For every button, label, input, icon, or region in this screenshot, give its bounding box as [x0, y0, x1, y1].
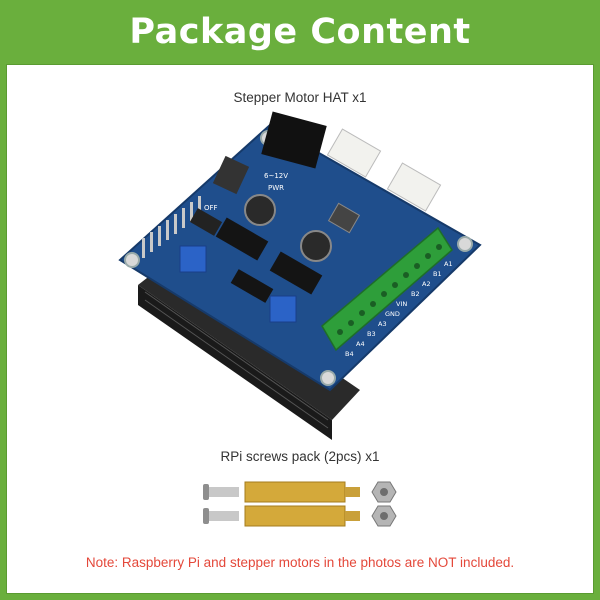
pwr-label: PWR [268, 184, 284, 192]
capacitors [244, 194, 332, 262]
header-banner: Package Content [0, 0, 600, 64]
standoff-thread [345, 511, 360, 521]
item-caption-hat: Stepper Motor HAT x1 [233, 90, 367, 105]
screw-row [203, 481, 397, 503]
terminal-label: A3 [378, 320, 387, 328]
terminal-screws [337, 244, 442, 335]
power-jack [261, 111, 327, 169]
jst-connectors [326, 128, 442, 212]
stepper-motor-hat-image: OFF 6~12V PWR A1 B1 A2 B2 VIN GND A3 [118, 111, 482, 440]
terminal-label: B4 [345, 350, 354, 358]
terminal-label: VIN [396, 300, 407, 308]
terminal-label: A4 [356, 340, 365, 348]
terminal-labels: A1 B1 A2 B2 VIN GND A3 B3 A4 B4 [345, 260, 453, 358]
brass-standoff [244, 481, 346, 503]
disclaimer-note: Note: Raspberry Pi and stepper motors in… [85, 555, 515, 570]
inductor [327, 202, 361, 234]
switch-off-label: OFF [204, 204, 218, 212]
terminal-block [321, 226, 453, 352]
screws-pack-image [203, 481, 397, 527]
terminal-label: GND [385, 310, 400, 318]
power-switch [212, 155, 250, 195]
brass-standoff [244, 505, 346, 527]
screw-head [203, 508, 209, 524]
dip-switch [189, 208, 223, 236]
page-title: Package Content [129, 12, 471, 52]
terminal-label: B2 [411, 290, 420, 298]
screw-thread [209, 487, 239, 497]
gpio-pins [142, 196, 201, 258]
standoff-thread [345, 487, 360, 497]
terminal-label: A1 [444, 260, 453, 268]
screw-head [203, 484, 209, 500]
potentiometers [179, 245, 297, 323]
screw-thread [209, 511, 239, 521]
terminal-label: B3 [367, 330, 376, 338]
terminal-label: A2 [422, 280, 431, 288]
terminal-label: B1 [433, 270, 442, 278]
item-caption-screws: RPi screws pack (2pcs) x1 [220, 449, 380, 464]
screw-row [203, 505, 397, 527]
driver-chips [215, 217, 323, 303]
power-range-label: 6~12V [264, 172, 288, 180]
